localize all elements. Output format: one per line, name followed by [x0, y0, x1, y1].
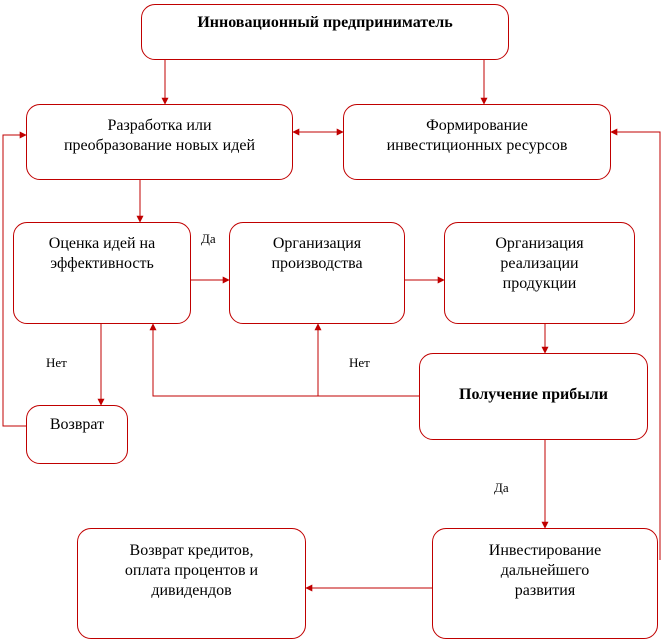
node-return-label: Возврат — [49, 416, 105, 433]
label-yes-profit: Да — [494, 480, 509, 495]
arrow-profit-feedback-to-evaluation — [149, 323, 419, 397]
node-production: Организация производства — [229, 222, 405, 324]
node-entrepreneur: Инновационный предприниматель — [141, 4, 509, 60]
node-sales: Организация реализации продукции — [444, 222, 635, 324]
node-idea-development: Разработка или преобразование новых идей — [26, 104, 293, 180]
arrow-return-loop-to-idea-development — [2, 131, 27, 427]
node-entrepreneur-label: Инновационный предприниматель — [197, 14, 453, 31]
node-sales-label: Организация реализации продукции — [495, 235, 584, 292]
node-further-investment-label: Инвестирование дальнейшего развития — [488, 542, 602, 599]
node-return: Возврат — [26, 405, 128, 464]
node-credits-return: Возврат кредитов, оплата процентов и див… — [77, 528, 306, 639]
node-profit: Получение прибыли — [419, 353, 648, 440]
node-idea-evaluation-label: Оценка идей на эффективность — [48, 235, 156, 272]
node-investment-resources: Формирование инвестиционных ресурсов — [343, 104, 611, 180]
label-no-profit: Нет — [349, 355, 370, 370]
node-idea-development-label: Разработка или преобразование новых идей — [63, 117, 256, 154]
node-profit-label: Получение прибыли — [459, 386, 608, 403]
arrow-further-investment-loop-to-investment-resources — [610, 128, 661, 560]
label-yes-evaluation: Да — [201, 231, 216, 246]
node-investment-resources-label: Формирование инвестиционных ресурсов — [386, 117, 568, 154]
node-idea-evaluation: Оценка идей на эффективность — [13, 222, 191, 324]
node-further-investment: Инвестирование дальнейшего развития — [432, 528, 658, 639]
label-no-evaluation: Нет — [46, 355, 67, 370]
node-production-label: Организация производства — [271, 235, 363, 272]
node-credits-return-label: Возврат кредитов, оплата процентов и див… — [124, 542, 259, 599]
